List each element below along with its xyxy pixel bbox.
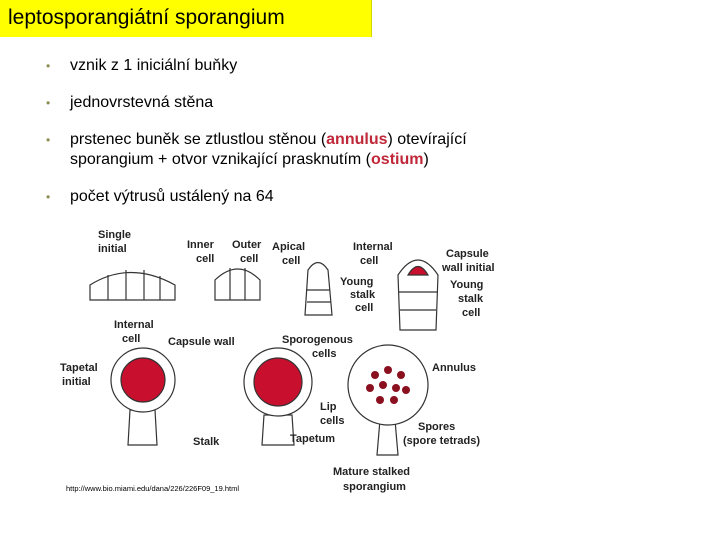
label-annulus: Annulus <box>432 362 476 374</box>
label-apical-cell-1: Apical <box>272 241 305 253</box>
label-mature-2: sporangium <box>343 481 406 493</box>
label-internal-cell-top-2: cell <box>360 255 378 267</box>
bullet-list: •vznik z 1 iniciální buňky •jednovrstevn… <box>46 56 686 224</box>
label-single-initial-1: Single <box>98 229 131 241</box>
stalk-middle <box>261 414 295 446</box>
label-capsule-wall-initial-2: wall initial <box>441 262 495 274</box>
internal-cell-red <box>406 265 430 276</box>
label-tapetum: Tapetum <box>290 433 335 445</box>
label-stalk: Stalk <box>193 436 220 448</box>
label-lip-cells-2: cells <box>320 415 344 427</box>
bullet-icon: • <box>46 96 51 110</box>
label-young-stalk-right-1: Young <box>450 279 483 291</box>
label-young-stalk-left-3: cell <box>355 302 373 314</box>
label-young-stalk-right-3: cell <box>462 307 480 319</box>
label-spores-1: Spores <box>418 421 455 433</box>
highlight-annulus: annulus <box>326 131 388 148</box>
single-initial-cells <box>89 271 176 301</box>
label-sporogenous-1: Sporogenous <box>282 334 353 346</box>
label-outer-cell-2: cell <box>240 253 258 265</box>
tapetal-initial-red <box>120 357 166 403</box>
label-tapetal-initial-2: initial <box>62 376 91 388</box>
source-url: http://www.bio.miami.edu/dana/226/226F09… <box>66 484 240 493</box>
highlight-ostium: ostium <box>371 151 424 168</box>
capsule-wall-initial-stage <box>397 259 439 331</box>
label-single-initial-2: initial <box>98 243 127 255</box>
label-internal-cell-mid-1: Internal <box>114 319 154 331</box>
label-internal-cell-top-1: Internal <box>353 241 393 253</box>
bullet-item: •prstenec buněk se ztlustlou stěnou (ann… <box>46 131 467 168</box>
figure-svg: Single initial Inner cell Outer cell Api… <box>60 229 495 493</box>
label-young-stalk-left-1: Young <box>340 276 373 288</box>
label-capsule-wall-initial-1: Capsule <box>446 248 489 260</box>
inner-outer-cell <box>214 268 261 301</box>
sporangium-development-figure: Single initial Inner cell Outer cell Api… <box>50 220 510 500</box>
spore-tetrads <box>366 366 410 404</box>
label-outer-cell-1: Outer <box>232 239 262 251</box>
sporogenous-cells-red <box>253 357 303 407</box>
label-apical-cell-2: cell <box>282 255 300 267</box>
figure-label-group: Single initial Inner cell Outer cell Api… <box>60 229 495 493</box>
label-young-stalk-right-2: stalk <box>458 293 484 305</box>
title-banner: leptosporangiátní sporangium <box>0 0 372 37</box>
bullet-icon: • <box>46 59 51 73</box>
label-internal-cell-mid-2: cell <box>122 333 140 345</box>
label-capsule-wall: Capsule wall <box>168 336 235 348</box>
label-mature-1: Mature stalked <box>333 466 410 478</box>
label-inner-cell-2: cell <box>196 253 214 265</box>
page-title: leptosporangiátní sporangium <box>8 6 285 29</box>
bullet-item: •jednovrstevná stěna <box>46 94 214 111</box>
bullet-icon: • <box>46 190 51 204</box>
bullet-item: •vznik z 1 iniciální buňky <box>46 57 238 74</box>
label-inner-cell-1: Inner <box>187 239 215 251</box>
stalk-left <box>127 409 158 446</box>
mature-sporangium <box>347 344 429 426</box>
label-spores-2: (spore tetrads) <box>403 435 480 447</box>
label-lip-cells-1: Lip <box>320 401 337 413</box>
bullet-icon: • <box>46 133 51 147</box>
label-tapetal-initial-1: Tapetal <box>60 362 98 374</box>
apical-cell-stage <box>304 261 333 316</box>
label-sporogenous-2: cells <box>312 348 336 360</box>
bullet-item: •počet výtrusů ustálený na 64 <box>46 188 274 205</box>
label-young-stalk-left-2: stalk <box>350 289 376 301</box>
